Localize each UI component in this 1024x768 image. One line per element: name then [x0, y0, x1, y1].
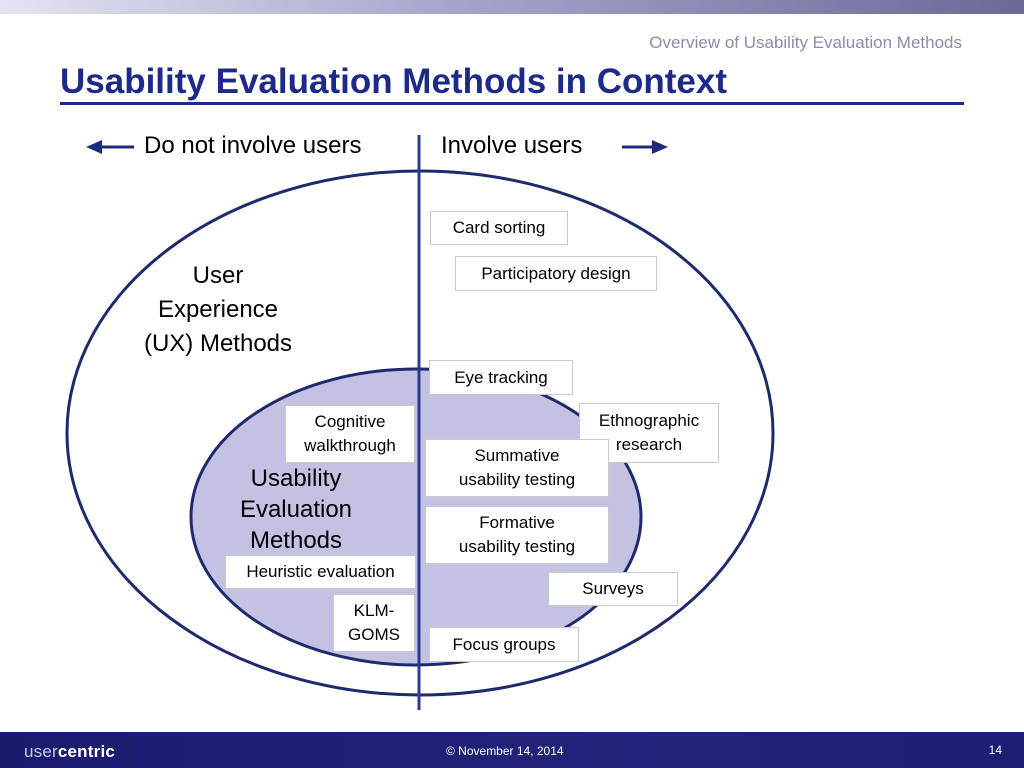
section-header: Overview of Usability Evaluation Methods: [649, 33, 962, 52]
method-formative-usability-testing: Formative usability testing: [425, 506, 609, 564]
logo-prefix: user: [24, 742, 58, 761]
method-summative-usability-testing: Summative usability testing: [425, 439, 609, 497]
title-underline: [60, 102, 964, 105]
method-ethnographic-research: Ethnographic research: [579, 403, 719, 463]
do-not-involve-users-label: Do not involve users: [144, 132, 362, 159]
footer-bar: usercentric © November 14, 2014 14: [0, 732, 1024, 768]
method-klm-goms: KLM- GOMS: [333, 594, 415, 652]
top-gradient-bar: [0, 0, 1024, 14]
method-focus-groups: Focus groups: [429, 627, 579, 662]
usercentric-logo: usercentric: [24, 742, 115, 762]
slide-title: Usability Evaluation Methods in Context: [60, 62, 728, 101]
page-number: 14: [988, 743, 1002, 757]
involve-users-label: Involve users: [441, 132, 583, 159]
right-arrow-icon: [622, 140, 668, 154]
method-surveys: Surveys: [548, 572, 678, 606]
logo-suffix: centric: [57, 742, 116, 761]
method-cognitive-walkthrough: Cognitive walkthrough: [285, 405, 415, 463]
method-eye-tracking: Eye tracking: [429, 360, 573, 395]
ux-methods-label: User Experience (UX) Methods: [143, 262, 293, 357]
left-arrow-icon: [86, 140, 134, 154]
method-heuristic-evaluation: Heuristic evaluation: [225, 555, 416, 589]
method-card-sorting: Card sorting: [430, 211, 568, 245]
usability-evaluation-methods-label: Usability Evaluation Methods: [239, 465, 353, 554]
copyright-date: © November 14, 2014: [446, 744, 564, 758]
method-participatory-design: Participatory design: [455, 256, 657, 291]
